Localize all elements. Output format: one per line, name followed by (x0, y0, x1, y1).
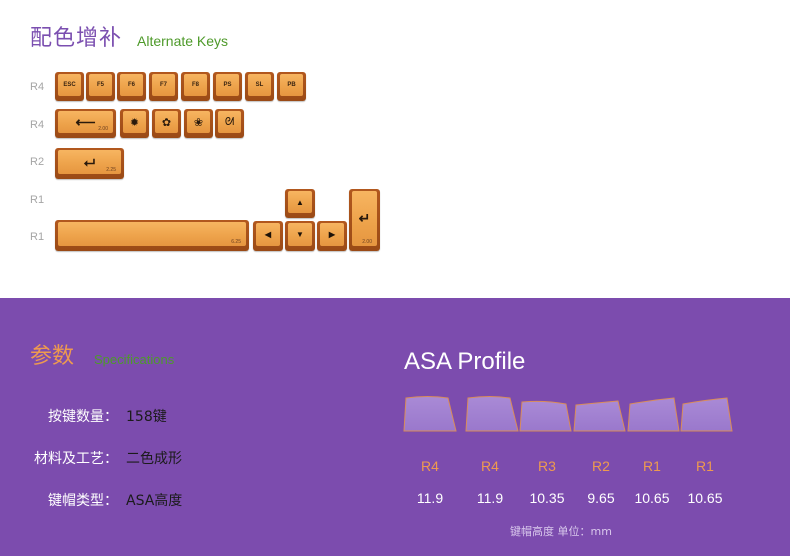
profile-height-value: 11.9 (416, 490, 444, 506)
keycap-enter: ⮠ 2.25 (55, 148, 124, 179)
keycap-novelty-2: ✿ (152, 109, 181, 138)
profile-title: ASA Profile (404, 348, 526, 375)
keycap-numpad-enter: ↵ 2.00 (349, 189, 380, 251)
keycap-arrow-left: ◀ (253, 221, 283, 251)
profile-row-label: R3 (538, 458, 556, 474)
keycap-arrow-up: ▲ (285, 189, 315, 218)
arrow-up-icon: ▲ (296, 197, 304, 207)
keycap-ps: PS (213, 72, 242, 101)
keycap-sl: SL (245, 72, 274, 101)
alternate-keys-section: 配色增补 Alternate Keys R4 R4 R2 R1 R1 ESC F… (30, 26, 380, 251)
enter-icon: ↵ (358, 210, 371, 226)
keycap-pb: PB (277, 72, 306, 101)
row-label: R1 (30, 194, 45, 206)
spec-title-cn: 参数 (30, 344, 75, 369)
profile-height-value: 9.65 (587, 490, 615, 506)
profile-r2-shape (573, 400, 626, 432)
keycap-novelty-4: ᘛ (215, 109, 244, 138)
spec-key: 按键数量： (48, 409, 118, 425)
profile-height-value: 10.35 (529, 490, 565, 506)
spec-value: 二色成形 (126, 451, 182, 467)
spec-item: 键帽类型： ASA高度 (0, 490, 182, 510)
row-label: R4 (30, 81, 45, 93)
row-label: R1 (30, 231, 45, 243)
profile-row-label: R4 (421, 458, 439, 474)
profile-row-label: R1 (643, 458, 661, 474)
keycap-size-label: 2.00 (98, 126, 108, 132)
spec-value: ASA高度 (126, 493, 183, 509)
arrow-down-icon: ▼ (296, 230, 304, 239)
profile-r1-shape (680, 397, 733, 432)
arrow-right-icon: ▶ (328, 230, 336, 239)
keycap-f5: F5 (86, 72, 115, 101)
specifications-section: 参数 Specifications 按键数量： 158键 材料及工艺： 二色成形… (0, 298, 790, 556)
keycap-size-label: 2.00 (362, 239, 372, 245)
profile-height-value: 10.65 (634, 490, 670, 506)
spec-value: 158键 (126, 409, 167, 425)
keycap-f7: F7 (149, 72, 178, 101)
spec-title-en: Specifications (94, 352, 175, 367)
profile-height-value: 11.9 (476, 490, 504, 506)
keycap-novelty-1: ✹ (120, 109, 149, 138)
keycap-novelty-3: ❀ (184, 109, 213, 138)
profile-r3-shape (519, 400, 572, 432)
keycap-size-label: 6.25 (231, 239, 241, 245)
profile-row-label: R4 (481, 458, 499, 474)
profile-row-label: R2 (592, 458, 610, 474)
keycap-spacebar: 6.25 (55, 220, 249, 251)
arrow-left-icon: ⟵ (75, 113, 96, 130)
blossom-icon: ❀ (193, 116, 204, 129)
row-label: R4 (30, 119, 45, 131)
keycap-esc: ESC (55, 72, 84, 101)
keycap-f8: F8 (181, 72, 210, 101)
section-title-en: Alternate Keys (137, 33, 229, 49)
profile-r1-shape (627, 397, 680, 432)
spec-key: 键帽类型： (48, 493, 118, 509)
profile-r4-shape (465, 396, 519, 432)
novelty-icon: ✹ (129, 116, 140, 129)
section-title-cn: 配色增补 (30, 26, 123, 51)
keycap-f6: F6 (117, 72, 146, 101)
fish-icon: ᘛ (224, 115, 235, 128)
keycap-arrow-down: ▼ (285, 221, 315, 251)
keycap-backspace: ⟵ 2.00 (55, 109, 116, 138)
keycap-size-label: 2.25 (106, 167, 116, 173)
spec-key: 材料及工艺： (34, 451, 118, 467)
row-label: R2 (30, 156, 45, 168)
unit-note: 键帽高度 单位：mm (510, 525, 612, 538)
profile-silhouettes (403, 396, 733, 432)
spec-item: 材料及工艺： 二色成形 (0, 448, 182, 468)
enter-icon: ⮠ (83, 153, 96, 170)
profile-r4-shape (403, 396, 457, 432)
profile-height-value: 10.65 (687, 490, 723, 506)
spec-item: 按键数量： 158键 (0, 406, 167, 426)
keycap-arrow-right: ▶ (317, 221, 347, 251)
arrow-left-icon: ◀ (264, 230, 272, 239)
profile-row-label: R1 (696, 458, 714, 474)
flower-icon: ✿ (161, 116, 172, 129)
